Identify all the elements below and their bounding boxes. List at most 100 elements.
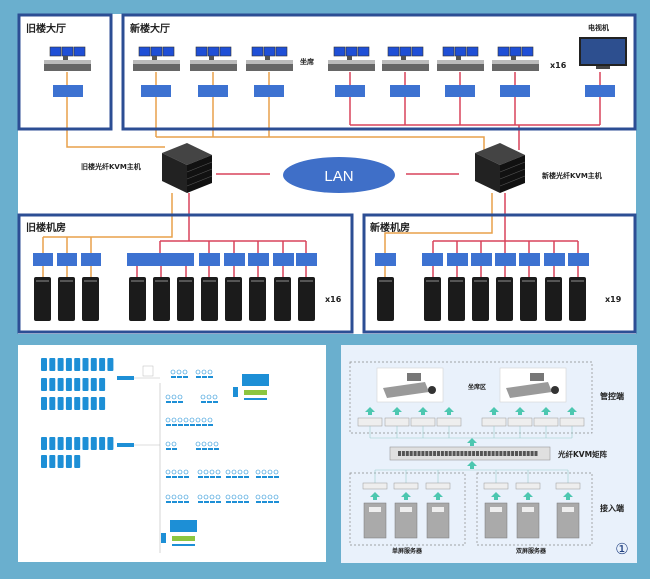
- drive-bay: [203, 280, 216, 282]
- blueprint-desk: [202, 376, 207, 378]
- server-tower-icon: [448, 277, 465, 321]
- blueprint-server: [65, 397, 72, 410]
- port: [503, 451, 507, 456]
- blueprint-server: [82, 358, 89, 371]
- blueprint-seat: [171, 394, 177, 400]
- drive-bay: [571, 280, 584, 282]
- monitor-icon: [387, 46, 400, 57]
- kvm-extender: [375, 253, 396, 266]
- blueprint-desk: [196, 424, 201, 426]
- tower: [448, 277, 465, 321]
- desk-body: [492, 64, 539, 71]
- blueprint-server: [65, 437, 72, 450]
- blueprint-server: [49, 397, 56, 410]
- blueprint-desk: [177, 376, 182, 378]
- server-tower-icon: [225, 277, 242, 321]
- blueprint-seat: [209, 469, 215, 475]
- workstation: [437, 46, 484, 71]
- blueprint-seat: [267, 469, 273, 475]
- host-top: [475, 143, 525, 165]
- blueprint-seat: [171, 494, 177, 500]
- monitor-icon: [509, 46, 522, 57]
- up-arrow-icon: [401, 492, 411, 500]
- host-slot: [499, 175, 526, 187]
- blueprint-seat: [165, 469, 171, 475]
- blueprint-desk: [216, 501, 221, 503]
- desk: [506, 382, 552, 398]
- blueprint-desk: [178, 424, 183, 426]
- blueprint-seat: [273, 494, 279, 500]
- badge-number: ①: [615, 540, 628, 558]
- port: [433, 451, 437, 456]
- tv-stand: [596, 66, 610, 69]
- single-screen-group: [349, 472, 466, 546]
- server-tower-icon: [569, 277, 586, 321]
- host-slot: [499, 168, 526, 180]
- blueprint-seat: [231, 494, 237, 500]
- blueprint-seat: [195, 417, 201, 423]
- kvm-extender: [422, 253, 443, 266]
- tower: [225, 277, 242, 321]
- monitors: [530, 373, 544, 381]
- stand: [63, 56, 68, 60]
- wires: [42, 72, 601, 277]
- workstation: [246, 46, 293, 71]
- blueprint-desk: [274, 476, 279, 478]
- monitors: [407, 373, 421, 381]
- blueprint-server: [41, 358, 47, 371]
- blueprint-server: [74, 455, 81, 468]
- server-tower-icon: [472, 277, 489, 321]
- server-tower-icon: [58, 277, 75, 321]
- blueprint-desk: [226, 476, 231, 478]
- port: [476, 451, 479, 456]
- blueprint-seat: [255, 494, 261, 500]
- kvm-extender: [568, 253, 589, 266]
- desk-top: [246, 60, 293, 64]
- blueprint-desk: [166, 448, 171, 450]
- blueprint-seat: [171, 417, 177, 423]
- tower: [129, 277, 146, 321]
- blueprint-seat: [201, 417, 207, 423]
- server-tower-icon: [274, 277, 291, 321]
- blueprint-desk: [178, 476, 183, 478]
- host-slot: [186, 161, 213, 173]
- port: [398, 451, 401, 456]
- blueprint-server: [74, 358, 81, 371]
- blueprint-seat: [243, 494, 249, 500]
- server-tower-icon: [201, 277, 218, 321]
- blueprint-seat: [177, 494, 183, 500]
- blueprint-desk: [262, 501, 267, 503]
- access-end-label: 接入端: [600, 503, 624, 513]
- drive-bay: [36, 280, 49, 282]
- new-room-count: x19: [605, 295, 622, 304]
- blueprint-server: [49, 455, 56, 468]
- blueprint-server: [74, 378, 81, 391]
- blueprint-seat: [215, 469, 221, 475]
- blueprint-seat: [195, 369, 201, 375]
- desk-body: [328, 64, 375, 71]
- blueprint-bar: [244, 398, 267, 400]
- old-room-title: 旧楼机房: [26, 221, 66, 234]
- desk: [383, 382, 429, 398]
- tower: [82, 277, 99, 321]
- blueprint-desk: [268, 501, 273, 503]
- seat-area-label: 坐席区: [468, 383, 486, 391]
- blueprint-desk: [166, 501, 171, 503]
- monitor-icon: [521, 46, 534, 57]
- drive-bay: [60, 280, 73, 282]
- up-arrow-icon: [491, 492, 501, 500]
- port: [491, 451, 495, 456]
- old-hall-title: 旧楼大厅: [26, 22, 66, 35]
- blueprint-seat: [171, 469, 177, 475]
- stand: [347, 56, 352, 60]
- monitor-icon: [399, 46, 412, 57]
- blueprint-desk: [184, 424, 189, 426]
- blueprint-server: [65, 455, 72, 468]
- blueprint-seat: [177, 417, 183, 423]
- blueprint-seat: [170, 369, 176, 375]
- blueprint-server: [82, 397, 89, 410]
- server-tower-icon: [520, 277, 537, 321]
- blueprint-seat: [183, 417, 189, 423]
- drive-bay: [227, 280, 240, 282]
